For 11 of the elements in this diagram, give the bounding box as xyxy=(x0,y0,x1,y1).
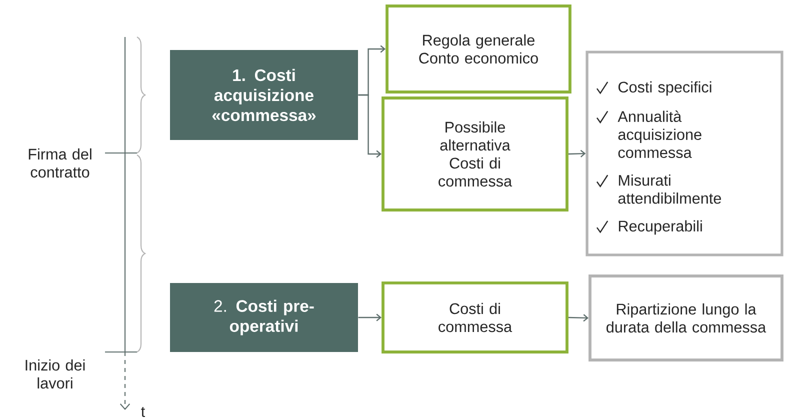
result-box: Ripartizione lungo la durata della commessa xyxy=(588,274,784,362)
category-box: 1. Costi acquisizione «commessa» xyxy=(170,50,358,140)
arrow xyxy=(568,314,589,322)
time-label: Firma del contratto xyxy=(28,148,92,178)
axis-label: t xyxy=(141,406,146,417)
arrow xyxy=(358,94,382,158)
arrow xyxy=(568,150,586,158)
category-box: 2. Costi pre-operativi xyxy=(170,282,358,352)
checklist-box: Costi specifici Annualità acquisizione commessa Misurati attendibilmente Recuperabili xyxy=(586,50,784,256)
arrow xyxy=(358,314,382,322)
time-label: Inizio dei lavori xyxy=(26,359,85,389)
